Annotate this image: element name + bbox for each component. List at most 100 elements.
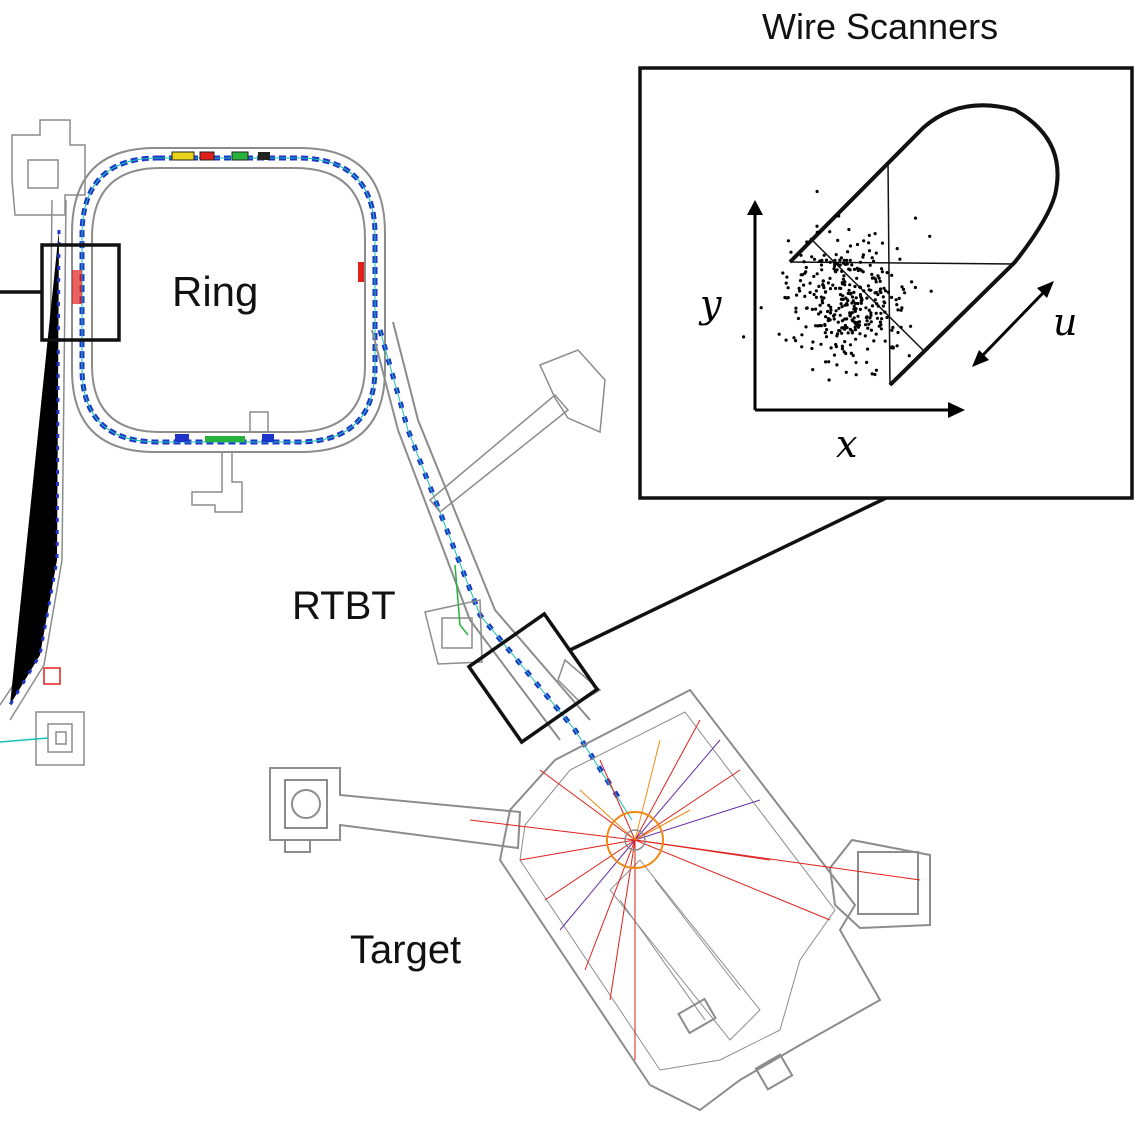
scatter-point bbox=[833, 262, 837, 266]
y-axis-label: y bbox=[700, 282, 722, 326]
scatter-point bbox=[827, 360, 831, 364]
scatter-point bbox=[812, 274, 816, 278]
scatter-point bbox=[789, 250, 793, 254]
scatter-point bbox=[832, 317, 836, 321]
scatter-point bbox=[853, 301, 857, 305]
scatter-point bbox=[805, 240, 809, 244]
scatter-point bbox=[867, 233, 871, 237]
scatter-point bbox=[840, 347, 845, 351]
scatter-point bbox=[839, 302, 843, 306]
scatter-point bbox=[866, 347, 870, 351]
scatter-point bbox=[835, 363, 839, 367]
scatter-point bbox=[861, 255, 865, 259]
scatter-point bbox=[802, 260, 806, 264]
scatter-point bbox=[828, 287, 833, 291]
scatter-point bbox=[786, 239, 791, 243]
scatter-point bbox=[819, 295, 824, 299]
scatter-point bbox=[854, 373, 858, 377]
scatter-point bbox=[845, 317, 849, 321]
scatter-point bbox=[838, 329, 842, 333]
scatter-point bbox=[869, 311, 873, 315]
scatter-point bbox=[867, 241, 871, 245]
scatter-point bbox=[899, 325, 903, 329]
scatter-point bbox=[860, 298, 864, 302]
scatter-point bbox=[897, 296, 901, 300]
target-core bbox=[624, 829, 646, 851]
scatter-point bbox=[810, 307, 815, 311]
scatter-point bbox=[818, 303, 822, 307]
scatter-point bbox=[811, 340, 815, 344]
scatter-point bbox=[814, 289, 819, 293]
scatter-point bbox=[803, 294, 807, 298]
scatter-point bbox=[831, 314, 836, 318]
scatter-point bbox=[796, 316, 801, 321]
scatter-point bbox=[867, 249, 872, 253]
ring-tunnel bbox=[71, 147, 386, 453]
scatter-point bbox=[929, 289, 933, 293]
scatter-point bbox=[909, 324, 913, 328]
scatter-point bbox=[843, 340, 847, 344]
scatter-point bbox=[783, 295, 787, 300]
rtbt-highlight-box bbox=[466, 611, 600, 745]
scatter-point bbox=[869, 313, 873, 317]
scatter-point bbox=[834, 309, 838, 313]
scatter-point bbox=[890, 346, 894, 350]
scatter-point bbox=[875, 302, 879, 306]
scatter-point bbox=[839, 297, 844, 301]
scatter-point bbox=[840, 331, 844, 335]
scatter-point bbox=[874, 332, 878, 336]
scatter-point bbox=[858, 260, 863, 264]
ring-label: Ring bbox=[172, 268, 259, 315]
scatter-point bbox=[841, 277, 846, 281]
scatter-point bbox=[880, 267, 884, 271]
scatter-point bbox=[885, 271, 889, 275]
rtbt-service-buildings bbox=[424, 349, 606, 703]
scatter-point bbox=[819, 310, 823, 314]
scatter-point bbox=[873, 298, 877, 302]
scatter-point bbox=[821, 279, 825, 283]
scatter-point bbox=[838, 313, 842, 317]
scatter-point bbox=[869, 328, 874, 332]
scatter-point bbox=[838, 293, 843, 297]
scatter-point bbox=[852, 267, 857, 271]
scatter-point bbox=[870, 304, 875, 308]
scatter-point bbox=[845, 298, 849, 302]
scatter-point bbox=[913, 285, 918, 290]
scatter-point bbox=[835, 334, 839, 338]
scatter-point bbox=[811, 368, 815, 372]
scatter-point bbox=[824, 360, 828, 364]
scatter-point bbox=[870, 256, 874, 260]
scatter-point bbox=[853, 325, 857, 329]
scatter-point bbox=[874, 251, 878, 255]
scatter-point bbox=[858, 293, 863, 297]
scatter-point bbox=[832, 267, 836, 271]
scatter-point bbox=[895, 344, 899, 348]
scatter-point bbox=[810, 346, 814, 351]
scatter-point bbox=[870, 372, 874, 376]
scatter-point bbox=[898, 257, 902, 261]
scatter-point bbox=[834, 286, 838, 290]
scatter-point bbox=[837, 306, 841, 310]
scatter-point bbox=[900, 285, 904, 289]
scatter-point bbox=[876, 292, 880, 297]
scatter-point bbox=[784, 338, 788, 342]
scatter-point bbox=[814, 307, 818, 311]
scatter-point bbox=[862, 289, 866, 293]
scatter-point bbox=[822, 296, 826, 300]
scatter-point bbox=[851, 353, 855, 358]
scatter-point bbox=[850, 311, 855, 315]
scatter-point bbox=[843, 280, 847, 284]
scatter-point bbox=[852, 290, 856, 294]
scatter-point bbox=[879, 311, 883, 315]
scatter-point bbox=[890, 295, 894, 299]
scatter-point bbox=[870, 276, 875, 280]
scatter-point bbox=[847, 288, 851, 292]
scatter-point bbox=[880, 270, 885, 274]
target-instrument-beamlines bbox=[469, 719, 921, 1060]
left-red-element bbox=[43, 667, 61, 685]
scatter-point bbox=[859, 301, 863, 305]
scatter-point bbox=[835, 262, 840, 266]
scatter-point bbox=[834, 253, 838, 257]
scatter-point bbox=[854, 360, 858, 365]
